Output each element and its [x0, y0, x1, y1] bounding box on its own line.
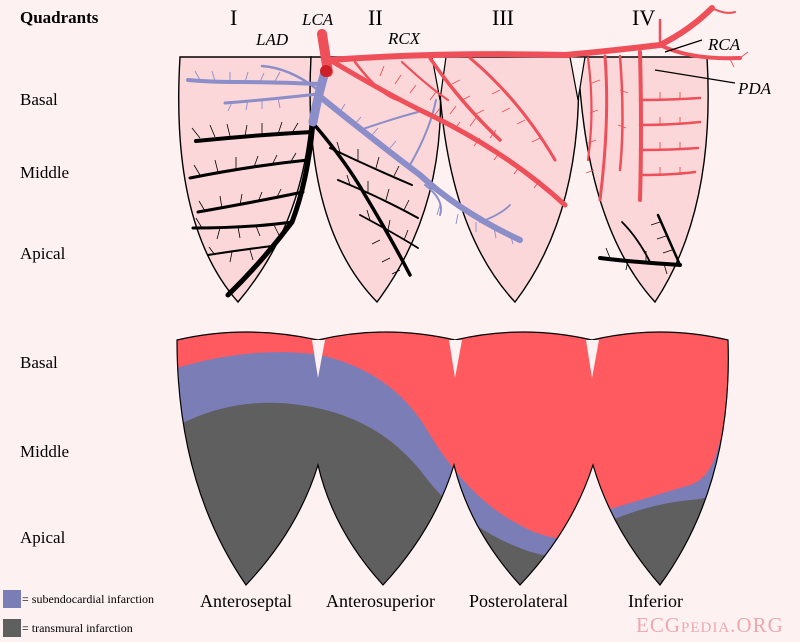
region-label-inferior: Inferior	[628, 591, 683, 611]
legend-swatch-transmural	[3, 619, 21, 637]
lad-twigs	[194, 70, 514, 245]
black-twigs	[191, 121, 673, 275]
red-twigs	[379, 51, 749, 189]
region-label-anteroseptal: Anteroseptal	[200, 591, 292, 611]
pointer-lines	[654, 39, 736, 84]
lad-artery	[186, 64, 523, 243]
black-branches	[188, 119, 682, 298]
bottom-outline	[176, 331, 729, 586]
region-label-posterolateral: Posterolateral	[469, 591, 568, 611]
quadrant-label-2: II	[368, 5, 383, 30]
vessel-label-lad: LAD	[256, 30, 289, 49]
quadrant-label-3: III	[492, 5, 514, 30]
row-label-middle-top: Middle	[20, 163, 70, 182]
row-label-basal-bottom: Basal	[20, 353, 58, 372]
vessel-label-rca: RCA	[708, 35, 741, 54]
vessel-label-pda: PDA	[738, 79, 772, 98]
vessel-label-lca: LCA	[302, 10, 334, 29]
vessel-label-rcx: RCX	[388, 29, 421, 48]
region-label-anterosuperior: Anterosuperior	[326, 591, 435, 611]
diagram-title: Quadrants	[20, 8, 99, 27]
brand-watermark: ECGPEDIA.ORG	[636, 613, 784, 637]
quadrant-label-4: IV	[632, 5, 656, 30]
row-label-basal-top: Basal	[20, 90, 58, 109]
row-label-middle-bottom: Middle	[20, 442, 70, 461]
legend-swatch-subendocardial	[3, 590, 21, 608]
legend-label-subendocardial: = subendocardial infarction	[22, 592, 155, 606]
row-label-apical-top: Apical	[20, 244, 66, 263]
legend-label-transmural: = transmural infarction	[22, 621, 133, 635]
row-label-apical-bottom: Apical	[20, 528, 66, 547]
lca-origin-dot	[320, 65, 332, 77]
quadrant-label-1: I	[230, 5, 238, 30]
